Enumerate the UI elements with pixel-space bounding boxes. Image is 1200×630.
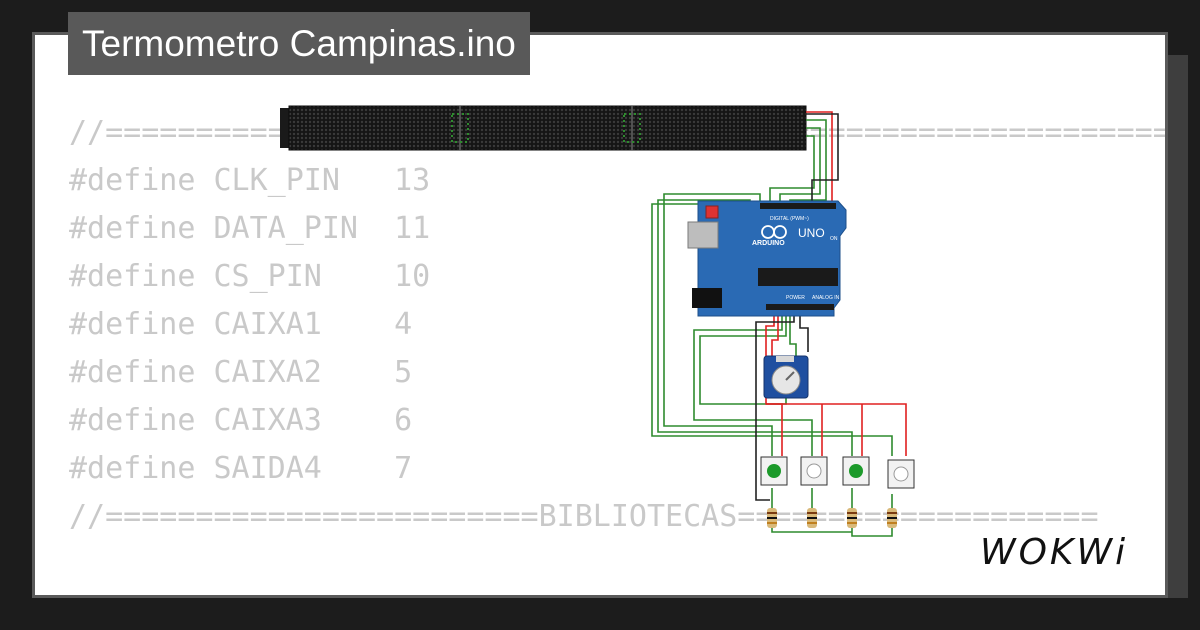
code-line: //========================BIBLIOTECAS===… — [69, 499, 1099, 534]
digital-pins-label: DIGITAL (PWM~) — [770, 216, 809, 222]
on-led-label: ON — [830, 236, 838, 242]
code-line: #define CLK_PIN 13 — [69, 163, 431, 198]
pushbutton-3[interactable] — [842, 456, 870, 486]
wokwi-logo: WOKWi — [980, 532, 1128, 573]
pushbutton-2[interactable] — [800, 456, 828, 486]
analog-pins-label: ANALOG IN — [812, 295, 840, 301]
code-line: #define DATA_PIN 11 — [69, 211, 431, 246]
resistor-bank — [767, 488, 897, 537]
code-line: #define CAIXA2 5 — [69, 355, 413, 390]
wokwi-logo-text: WOKWi — [980, 532, 1128, 573]
resistor — [847, 508, 857, 528]
resistor — [887, 508, 897, 528]
card-shadow — [1168, 55, 1188, 598]
code-line: #define SAIDA4 7 — [69, 451, 413, 486]
board-model-label: UNO — [798, 226, 825, 240]
power-pins-label: POWER — [786, 295, 805, 301]
code-line: #define CAIXA3 6 — [69, 403, 413, 438]
pushbutton-1[interactable] — [760, 456, 788, 486]
arduino-uno-board[interactable]: ARDUINO UNO DIGITAL (PWM~) ANALOG IN POW… — [687, 200, 847, 317]
resistor — [807, 508, 817, 528]
project-title: Termometro Campinas.ino — [68, 12, 530, 75]
resistor — [767, 508, 777, 528]
board-brand-label: ARDUINO — [752, 240, 785, 247]
pushbutton-4[interactable] — [887, 459, 915, 489]
code-line: #define CS_PIN 10 — [69, 259, 431, 294]
potentiometer-module[interactable] — [763, 355, 809, 399]
led-matrix-display[interactable] — [280, 105, 807, 151]
code-line: #define CAIXA1 4 — [69, 307, 413, 342]
black-wires — [755, 113, 839, 501]
